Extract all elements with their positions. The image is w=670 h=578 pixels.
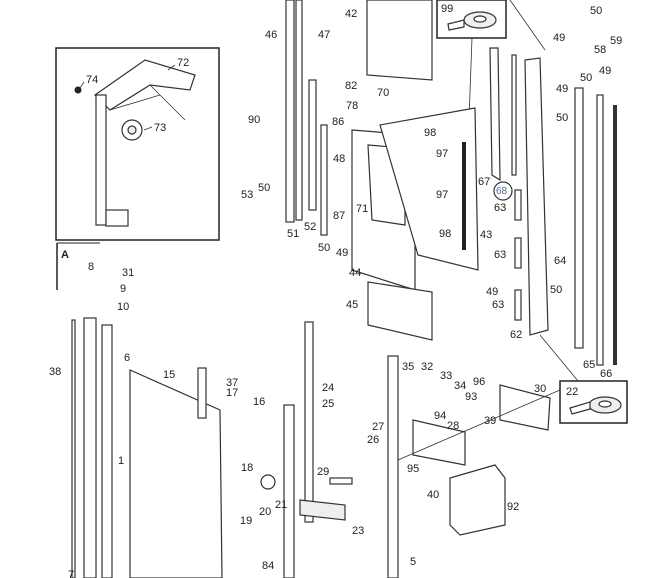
part-label: 16 [253,396,265,408]
part-label: 46 [265,29,277,41]
section-a-marker: A [56,242,100,290]
part-label: 87 [333,210,345,222]
part-label: 65 [583,359,595,371]
part-label: 17 [226,387,238,399]
part-label: 49 [556,83,568,95]
part-label: 62 [510,329,522,341]
part-label: 45 [346,299,358,311]
part-label: 67 [478,176,490,188]
part-label: 38 [49,366,61,378]
part-label: 15 [163,369,175,381]
part-label: 29 [317,466,329,478]
part-label: 28 [447,420,459,432]
part-label: 20 [259,506,271,518]
part-label: 6 [124,352,130,364]
part-label: 31 [122,267,134,279]
part-label: 26 [367,434,379,446]
part-label: 5 [410,556,416,568]
part-label: 49 [553,32,565,44]
part-label: 22 [566,386,578,398]
part-label: 21 [275,499,287,511]
part-label: 50 [550,284,562,296]
part-label: 86 [332,116,344,128]
part-label: 48 [333,153,345,165]
part-label: 37 [226,377,238,389]
part-label: 42 [345,8,357,20]
part-label: 97 [436,148,448,160]
part-shapes [71,0,617,578]
part-label: 25 [322,398,334,410]
part-label: 58 [594,44,606,56]
part-label: 49 [486,286,498,298]
part-label: 30 [534,383,546,395]
part-label: 90 [248,114,260,126]
part-label: 84 [262,560,274,572]
highlighted-part-label[interactable]: 68 [496,186,508,197]
part-label: 99 [441,3,453,15]
part-label: 92 [507,501,519,513]
part-label: 27 [372,421,384,433]
part-label: 78 [346,100,358,112]
part-label: 51 [287,228,299,240]
part-label: 59 [610,35,622,47]
part-label: 7 [68,569,74,578]
part-label: 35 [402,361,414,373]
part-label: 52 [304,221,316,233]
part-label: 64 [554,255,566,267]
inset-tape-22: 22 [539,334,628,424]
part-label: 53 [241,189,253,201]
part-label: 70 [377,87,389,99]
part-label: 66 [600,368,612,380]
part-label: 82 [345,80,357,92]
part-label: 32 [421,361,433,373]
part-label: 98 [439,228,451,240]
inset-bracket-detail: 74 72 73 [55,47,220,241]
part-label: 40 [427,489,439,501]
part-label: 1 [118,455,124,467]
part-label: 95 [407,463,419,475]
part-label: 93 [465,391,477,403]
part-label: 34 [454,380,466,392]
part-label: 44 [349,267,361,279]
part-label: 23 [352,525,364,537]
part-label: 47 [318,29,330,41]
part-label: 43 [480,229,492,241]
part-label: 63 [492,299,504,311]
part-label: 98 [424,127,436,139]
part-label: 94 [434,410,446,422]
part-label: 50 [318,242,330,254]
highlight-circle [493,181,513,201]
part-label: 18 [241,462,253,474]
part-label: 73 [154,122,166,134]
part-label: 39 [484,415,496,427]
part-label: 63 [494,249,506,261]
part-label: 50 [258,182,270,194]
part-label: 19 [240,515,252,527]
part-label: 49 [599,65,611,77]
inset-tape-99: 99 [436,0,546,231]
part-label: 72 [177,57,189,69]
part-label: 24 [322,382,334,394]
part-label: 74 [86,74,98,86]
part-label: 33 [440,370,452,382]
part-label: 96 [473,376,485,388]
part-label: 71 [356,203,368,215]
part-label: 97 [436,189,448,201]
part-label: 63 [494,202,506,214]
part-label: 50 [556,112,568,124]
part-label: 50 [580,72,592,84]
part-label: 10 [117,301,129,313]
part-labels: 42 46 47 50 49 58 59 50 49 49 50 82 70 7… [49,5,622,578]
part-label: 50 [590,5,602,17]
part-label: 9 [120,283,126,295]
section-label: A [61,249,69,261]
part-label: 8 [88,261,94,273]
part-label: 49 [336,247,348,259]
